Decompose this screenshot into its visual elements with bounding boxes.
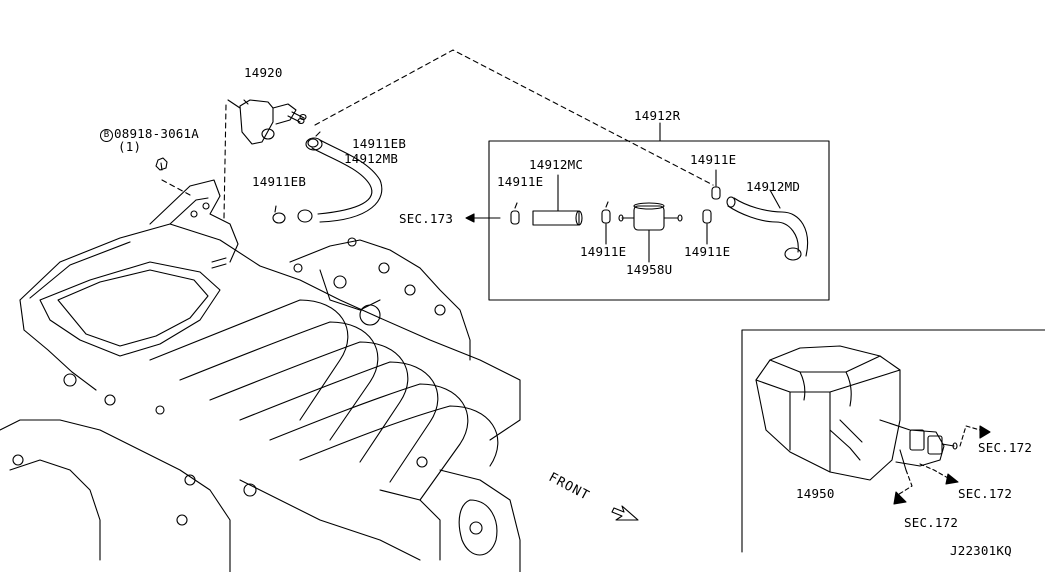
bolt-08918 — [155, 157, 168, 171]
clip-14911eb-top — [307, 131, 321, 148]
label-14950: 14950 — [796, 486, 835, 501]
label-14911eb-left: 14911EB — [252, 174, 307, 189]
detail-box-14912r — [488, 140, 830, 301]
clip-14911eb-left — [272, 205, 286, 224]
hose-14912mb — [297, 137, 383, 223]
label-bolt-code: 08918-3061A — [114, 126, 199, 141]
canister-sec-leaders — [895, 425, 981, 497]
bolt-symbol-icon: B — [100, 129, 113, 142]
canister-box — [741, 329, 1045, 553]
label-bolt-qty: (1) — [118, 139, 142, 154]
label-14911eb-top: 14911EB — [352, 136, 407, 151]
canister-sec-arrowheads — [893, 425, 991, 505]
front-arrow — [611, 505, 639, 521]
detail-parts — [465, 169, 809, 263]
label-sec172-a: SEC.172 — [978, 440, 1033, 455]
label-14911e-d: 14911E — [684, 244, 731, 259]
label-14920: 14920 — [244, 65, 283, 80]
label-sec172-b: SEC.172 — [958, 486, 1013, 501]
label-14912r: 14912R — [634, 108, 681, 123]
label-sec173: SEC.173 — [399, 211, 454, 226]
label-14912md: 14912MD — [746, 179, 801, 194]
label-14911e-c: 14911E — [580, 244, 627, 259]
intake-manifold — [0, 179, 521, 572]
leader-lines — [161, 49, 714, 219]
canister-14950 — [755, 345, 958, 481]
valve-14920 — [227, 99, 307, 145]
label-14958u: 14958U — [626, 262, 673, 277]
label-14912mb: 14912MB — [344, 151, 399, 166]
label-14912mc: 14912MC — [529, 157, 584, 172]
label-14911e-b: 14911E — [690, 152, 737, 167]
diagram-code: J22301KQ — [950, 543, 1012, 558]
label-sec172-c: SEC.172 — [904, 515, 959, 530]
label-14911e-a: 14911E — [497, 174, 544, 189]
